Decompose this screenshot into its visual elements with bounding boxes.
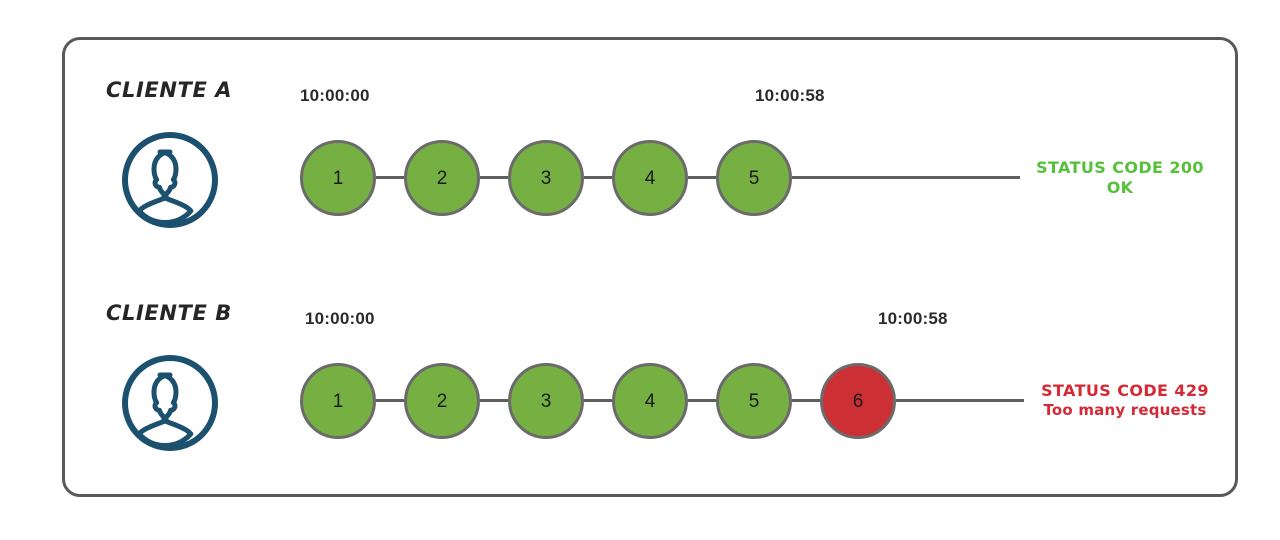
user-avatar-icon [120, 130, 220, 230]
request-node[interactable]: 3 [508, 140, 584, 216]
connector [688, 399, 716, 402]
connector [480, 176, 508, 179]
connector [584, 399, 612, 402]
chain-tail-a [792, 176, 1020, 179]
connector [480, 399, 508, 402]
chain-tail-b [896, 399, 1024, 402]
connector [376, 399, 404, 402]
request-node[interactable]: 3 [508, 363, 584, 439]
request-node[interactable]: 1 [300, 363, 376, 439]
timestamp-start-a: 10:00:00 [300, 86, 370, 105]
request-node[interactable]: 2 [404, 363, 480, 439]
status-message-b: Too many requests [1043, 401, 1207, 419]
status-badge-b: STATUS CODE 429 Too many requests [1025, 381, 1225, 420]
timestamp-end-b: 10:00:58 [878, 309, 948, 328]
status-badge-a: STATUS CODE 200 OK [1025, 158, 1215, 198]
connector [376, 176, 404, 179]
connector [792, 399, 820, 402]
user-avatar-icon [120, 353, 220, 453]
connector [688, 176, 716, 179]
request-node[interactable]: 5 [716, 140, 792, 216]
timestamp-end-a: 10:00:58 [755, 86, 825, 105]
request-node[interactable]: 2 [404, 140, 480, 216]
request-node[interactable]: 1 [300, 140, 376, 216]
request-node[interactable]: 4 [612, 363, 688, 439]
request-node[interactable]: 5 [716, 363, 792, 439]
request-node-rejected[interactable]: 6 [820, 363, 896, 439]
timestamp-start-b: 10:00:00 [305, 309, 375, 328]
status-code-b: STATUS CODE 429 [1041, 381, 1209, 400]
status-code-a: STATUS CODE 200 [1036, 158, 1204, 177]
client-label-b: CLIENTE B [106, 301, 232, 325]
request-node[interactable]: 4 [612, 140, 688, 216]
status-message-a: OK [1106, 178, 1134, 197]
connector [584, 176, 612, 179]
client-label-a: CLIENTE A [106, 78, 233, 102]
